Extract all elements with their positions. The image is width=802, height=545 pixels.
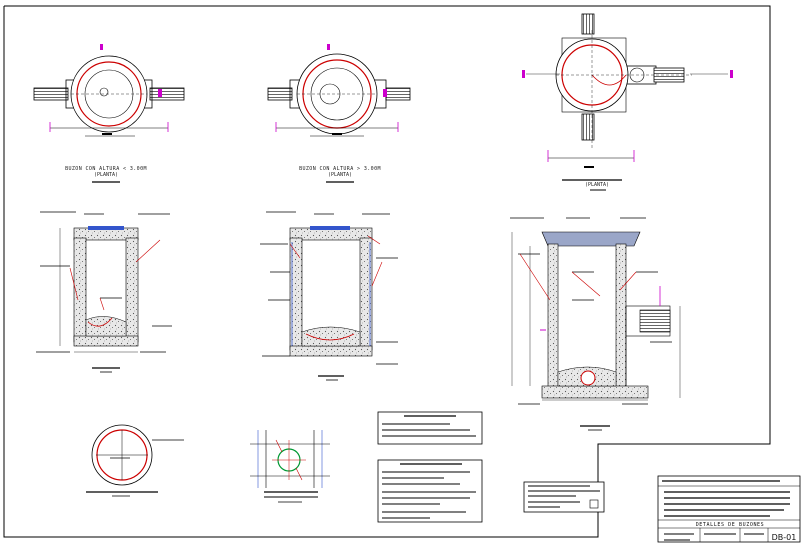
notes-box-2 [377, 459, 483, 523]
legend-box [523, 481, 605, 513]
plan-view-2 [267, 44, 411, 137]
plan-view-1-subcaption: (PLANTA) [94, 172, 118, 178]
section-view-2 [260, 211, 398, 381]
section-view-1 [36, 211, 172, 373]
drawing-title: DETALLES DE BUZONES [696, 522, 765, 528]
notes-box-1 [377, 411, 483, 445]
sheet-frame [3, 5, 771, 538]
sheet-code: DB-01 [772, 533, 797, 542]
cover-detail [86, 424, 184, 497]
title-block [657, 475, 801, 543]
plan-view-2-caption: BUZON CON ALTURA > 3.00M [299, 166, 381, 172]
plan-view-1-caption: BUZON CON ALTURA < 3.00M [65, 166, 147, 172]
plan-view-1 [33, 44, 185, 137]
section-view-3 [510, 217, 681, 431]
plan-view-3 [522, 13, 733, 168]
plan-view-3-subcaption: (PLANTA) [585, 182, 609, 188]
rebar-detail [250, 430, 330, 503]
plan-view-2-subcaption: (PLANTA) [328, 172, 352, 178]
